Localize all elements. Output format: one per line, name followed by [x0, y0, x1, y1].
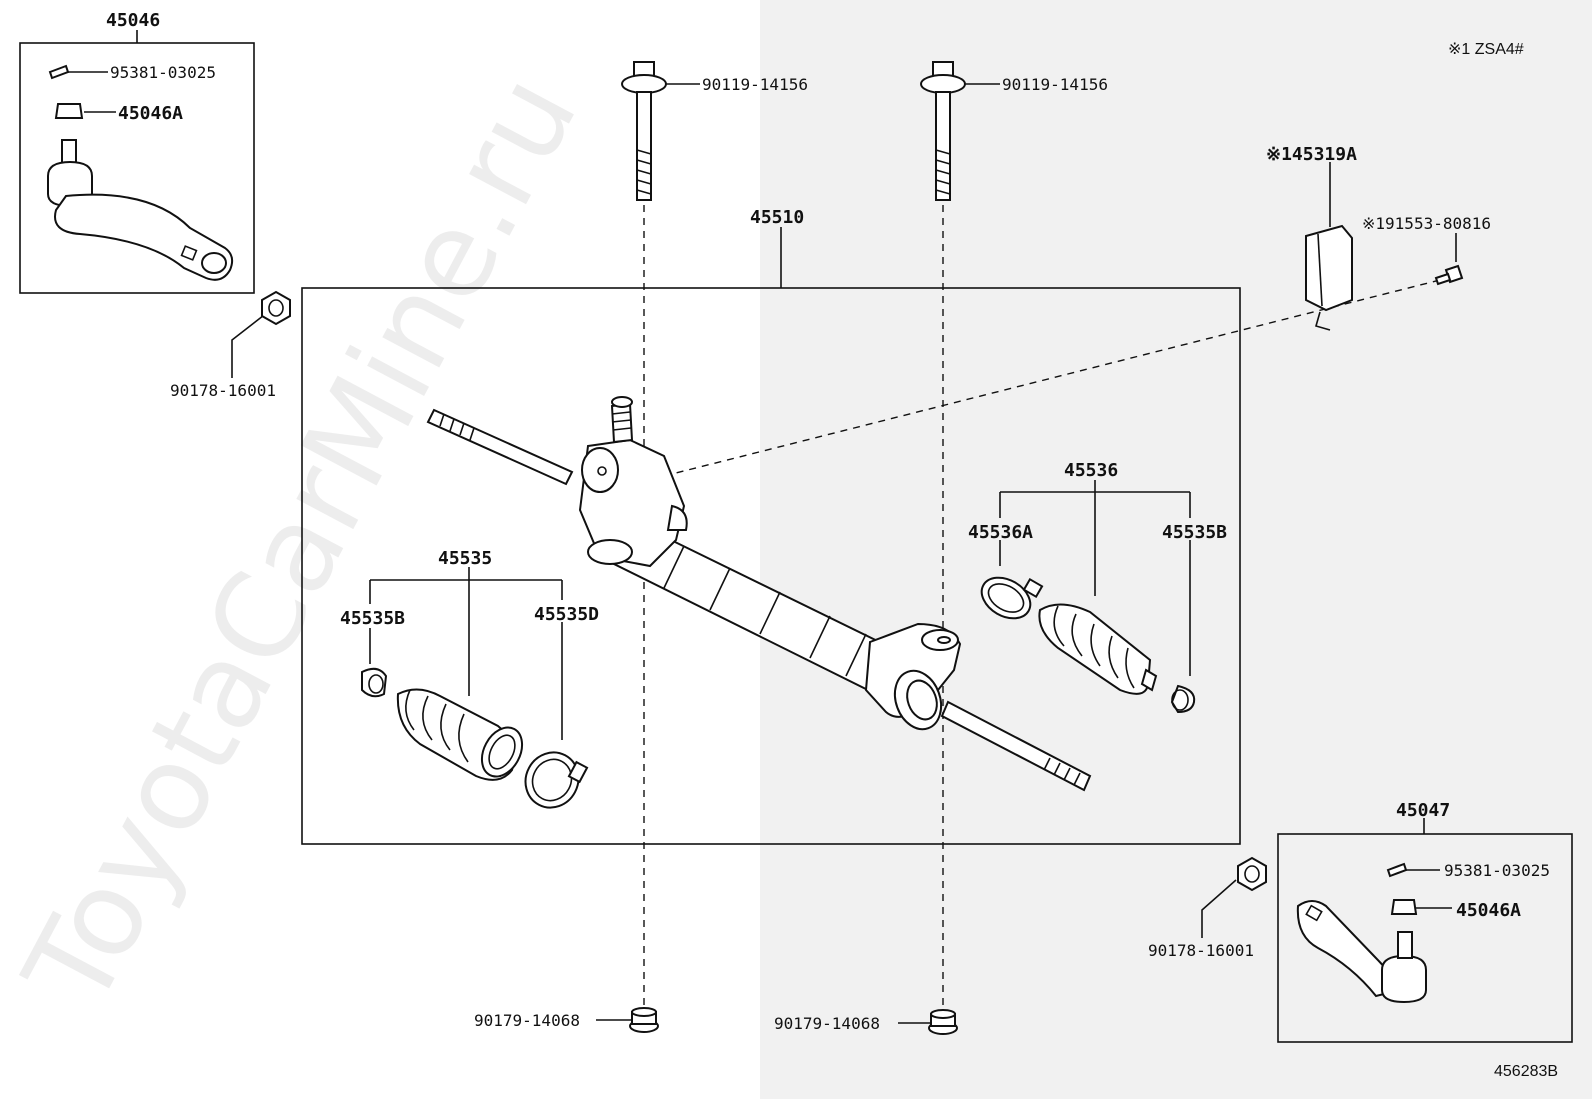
insulator [1305, 224, 1353, 331]
alignment-dashes [643, 205, 1441, 1008]
label-insulator: ※145319A [1266, 144, 1357, 165]
gear-assembly-box [301, 287, 1241, 845]
insulator-bolt [1434, 264, 1464, 286]
tie-rod-end-rh-box [1277, 833, 1573, 1043]
label-clamp-left: 45535D [534, 604, 599, 625]
bolt-left [621, 61, 667, 201]
label-bolt-left: 90119-14156 [702, 75, 808, 94]
label-cotter-pin-top: 95381-03025 [110, 63, 216, 82]
label-nut-top: 45046A [118, 103, 183, 124]
nut-left [261, 290, 291, 326]
tie-rod-end-lh [47, 64, 234, 281]
nut-right [1237, 856, 1267, 892]
nut-bottom-right [928, 1009, 958, 1035]
nut-bottom-left [629, 1007, 659, 1033]
tie-rod-end-rh [1296, 862, 1427, 1004]
bolt-right [920, 61, 966, 201]
label-insulator-bolt: ※191553-80816 [1362, 214, 1491, 233]
leader-lines [68, 30, 1457, 1024]
label-clip-left: 45535B [340, 608, 405, 629]
label-tie-rod-end-rh: 45047 [1396, 800, 1450, 821]
label-boot-kit-left: 45535 [438, 548, 492, 569]
steering-rack-assembly [426, 396, 1092, 792]
label-cotter-pin-bottom: 95381-03025 [1444, 861, 1550, 880]
boot-kit-left [361, 667, 589, 809]
shaded-background [760, 0, 1592, 1099]
label-note: ※1 ZSA4# [1448, 41, 1524, 58]
part-labels: 45046 95381-03025 45046A 90178-16001 901… [106, 10, 1558, 1080]
label-nut-left: 90178-16001 [170, 381, 276, 400]
label-tie-rod-end-lh: 45046 [106, 10, 160, 31]
label-nut-bottom: 45046A [1456, 900, 1521, 921]
label-nut-bottom-left: 90179-14068 [474, 1011, 580, 1030]
label-nut-bottom-right: 90179-14068 [774, 1014, 880, 1033]
label-boot-kit-right: 45536 [1064, 460, 1118, 481]
boot-kit-right [980, 576, 1196, 714]
label-bolt-right: 90119-14156 [1002, 75, 1108, 94]
label-clip-right: 45535B [1162, 522, 1227, 543]
label-gear-assy: 45510 [750, 207, 804, 228]
label-diagram-id: 456283B [1494, 1063, 1558, 1080]
label-nut-right: 90178-16001 [1148, 941, 1254, 960]
label-clamp-right: 45536A [968, 522, 1033, 543]
